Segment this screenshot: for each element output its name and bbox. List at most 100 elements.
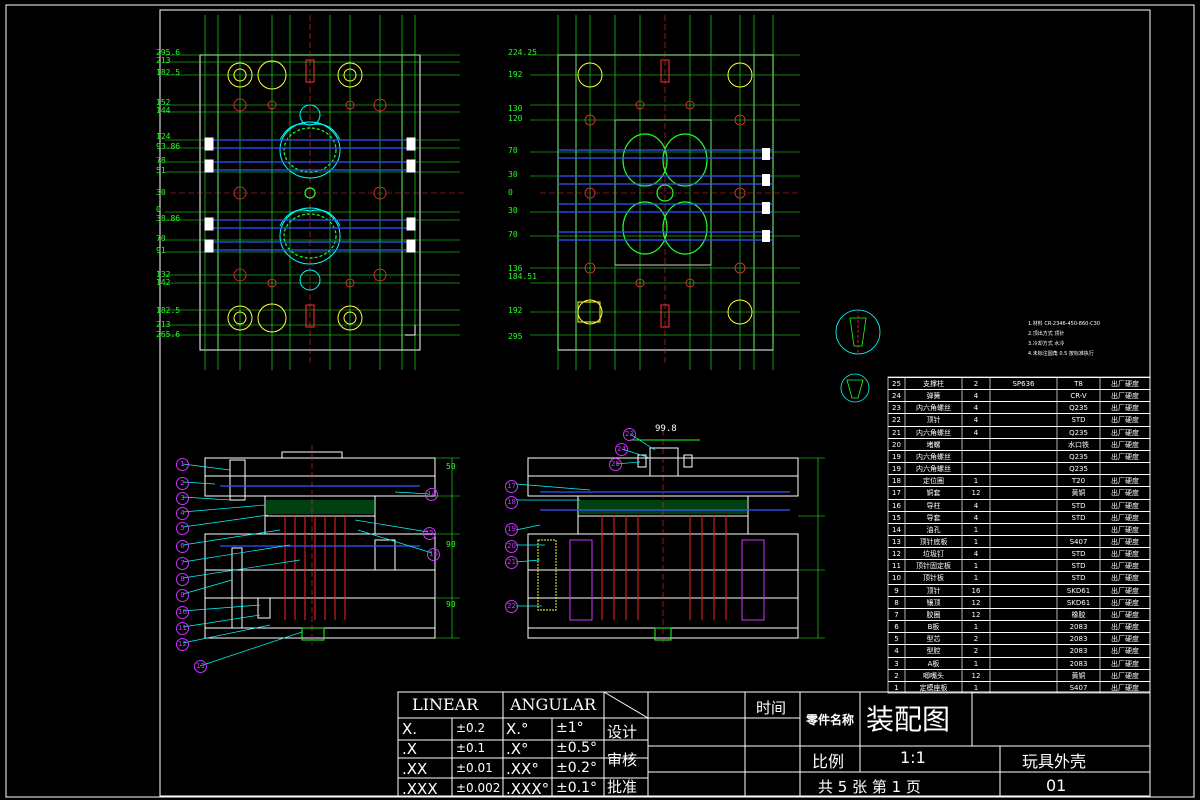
bom-cell-note: 出厂硬度 (1111, 428, 1139, 437)
linear-tol-0: ±0.2 (456, 721, 486, 735)
bom-cell-no: 3 (894, 659, 899, 668)
bom-cell-no: 20 (892, 440, 901, 449)
plan-left-dim-18: 265.6 (156, 330, 181, 339)
part-balloon-1: 1 (176, 458, 189, 471)
linear-header: LINEAR (412, 695, 479, 714)
angular-fmt-0: X.° (506, 720, 529, 738)
bom-cell-note: 出厂硬度 (1111, 440, 1139, 449)
bom-cell-mat: STD (1071, 416, 1086, 425)
part-balloon-15: 15 (423, 527, 436, 540)
part-balloon-21: 21 (505, 556, 518, 569)
angular-tol-0: ±1° (556, 720, 584, 736)
plan-view-left (165, 15, 465, 370)
bom-cell-name: 内六角螺丝 (916, 404, 951, 413)
bom-cell-qty: 1 (973, 574, 979, 583)
bom-cell-note: 出厂硬度 (1111, 501, 1139, 510)
plan-left-dim-12: 70 (156, 234, 166, 243)
plan-right-dim-5: 30 (508, 170, 518, 179)
bom-cell-note: 出厂硬度 (1111, 525, 1139, 534)
plan-right-dim-6: 0 (508, 188, 513, 197)
section-dim-width: 99.8 (655, 424, 677, 434)
part-balloon-5: 5 (176, 522, 189, 535)
bom-cell-note: 出厂硬度 (1111, 477, 1139, 486)
linear-fmt-1: .X (402, 740, 418, 758)
angular-fmt-1: .X° (506, 740, 529, 758)
bom-cell-note: 出厂硬度 (1111, 623, 1139, 632)
bom-cell-note: 出厂硬度 (1111, 562, 1139, 571)
drawing-number: 01 (1046, 776, 1067, 795)
bom-cell-name: 导柱 (926, 501, 941, 510)
part-balloon-25: 25 (609, 458, 622, 471)
bom-cell-mat: T20 (1071, 477, 1086, 486)
bom-cell-name: 铜套 (926, 489, 941, 498)
plan-right-dim-0: 224.25 (508, 48, 537, 57)
plan-left-dim-16: 182.5 (156, 306, 181, 315)
plan-left-dim-6: 93.86 (156, 142, 181, 151)
part-balloon-3: 3 (176, 492, 189, 505)
bom-cell-note: 出厂硬度 (1111, 574, 1139, 583)
section-dim-3: 90 (446, 600, 456, 609)
bom-cell-qty: 4 (973, 404, 979, 413)
bom-cell-note: 出厂硬度 (1111, 635, 1139, 644)
bom-cell-name: 型腔 (926, 647, 941, 656)
bom-cell-mat: Q235 (1069, 404, 1088, 413)
part-balloon-13: 13 (194, 660, 207, 673)
bom-cell-qty: 16 (971, 586, 981, 595)
plan-left-dim-14: 132 (156, 270, 171, 279)
note-line-1: 2.顶出方式 顶针 (1028, 331, 1065, 337)
detail-view-gate (840, 373, 870, 403)
bom-cell-no: 4 (894, 647, 899, 656)
part-name-label: 零件名称 (806, 713, 855, 727)
note-line-0: 1.材料 CR-2346-450-860-C30 (1028, 321, 1101, 327)
title-block-lines (397, 691, 1151, 798)
part-balloon-9: 9 (176, 589, 189, 602)
bom-cell-note: 出厂硬度 (1111, 380, 1139, 388)
bom-cell-name: 内六角螺丝 (916, 428, 951, 437)
plan-left-dim-1: 213 (156, 56, 171, 65)
linear-fmt-2: .XX (402, 760, 428, 778)
part-balloon-20: 20 (505, 540, 518, 553)
bom-cell-qty: 2 (973, 647, 979, 656)
plan-left-dim-2: 182.5 (156, 68, 181, 77)
part-balloon-12: 12 (176, 638, 189, 651)
bom-cell-qty: 1 (973, 683, 979, 692)
plan-right-dim-2: 130 (508, 104, 523, 113)
plan-left-dim-11: 38.86 (156, 214, 181, 223)
bom-cell-note: 出厂硬度 (1111, 404, 1139, 413)
part-balloon-4: 4 (176, 507, 189, 520)
bom-cell-no: 22 (892, 416, 901, 425)
angular-tol-3: ±0.1° (556, 780, 597, 796)
bom-cell-name: 堵螺 (926, 440, 941, 449)
plan-right-dim-4: 70 (508, 146, 518, 155)
linear-tol-1: ±0.1 (456, 741, 486, 755)
bom-cell-name: 镶顶 (926, 598, 941, 607)
bom-cell-mat: SKD61 (1066, 598, 1091, 607)
bom-cell-name: 胶圈 (926, 610, 941, 619)
bom-cell-mat: STD (1071, 550, 1086, 559)
approve-label: 批准 (607, 778, 638, 796)
part-balloon-23: 23 (623, 428, 636, 441)
bom-cell-no: 17 (892, 489, 901, 498)
bom-cell-mat: SKD61 (1066, 586, 1091, 595)
bom-cell-qty: 12 (971, 489, 981, 498)
bom-cell-qty: 12 (971, 671, 981, 680)
bom-cell-name: 定模座板 (919, 683, 948, 692)
section-view-left (182, 445, 460, 667)
plan-left-dim-7: 78 (156, 156, 166, 165)
plan-right-dim-11: 192 (508, 306, 523, 315)
bom-cell-qty: 4 (973, 428, 979, 437)
bom-cell-mat: 2083 (1069, 623, 1088, 632)
section-view-right (515, 430, 825, 645)
